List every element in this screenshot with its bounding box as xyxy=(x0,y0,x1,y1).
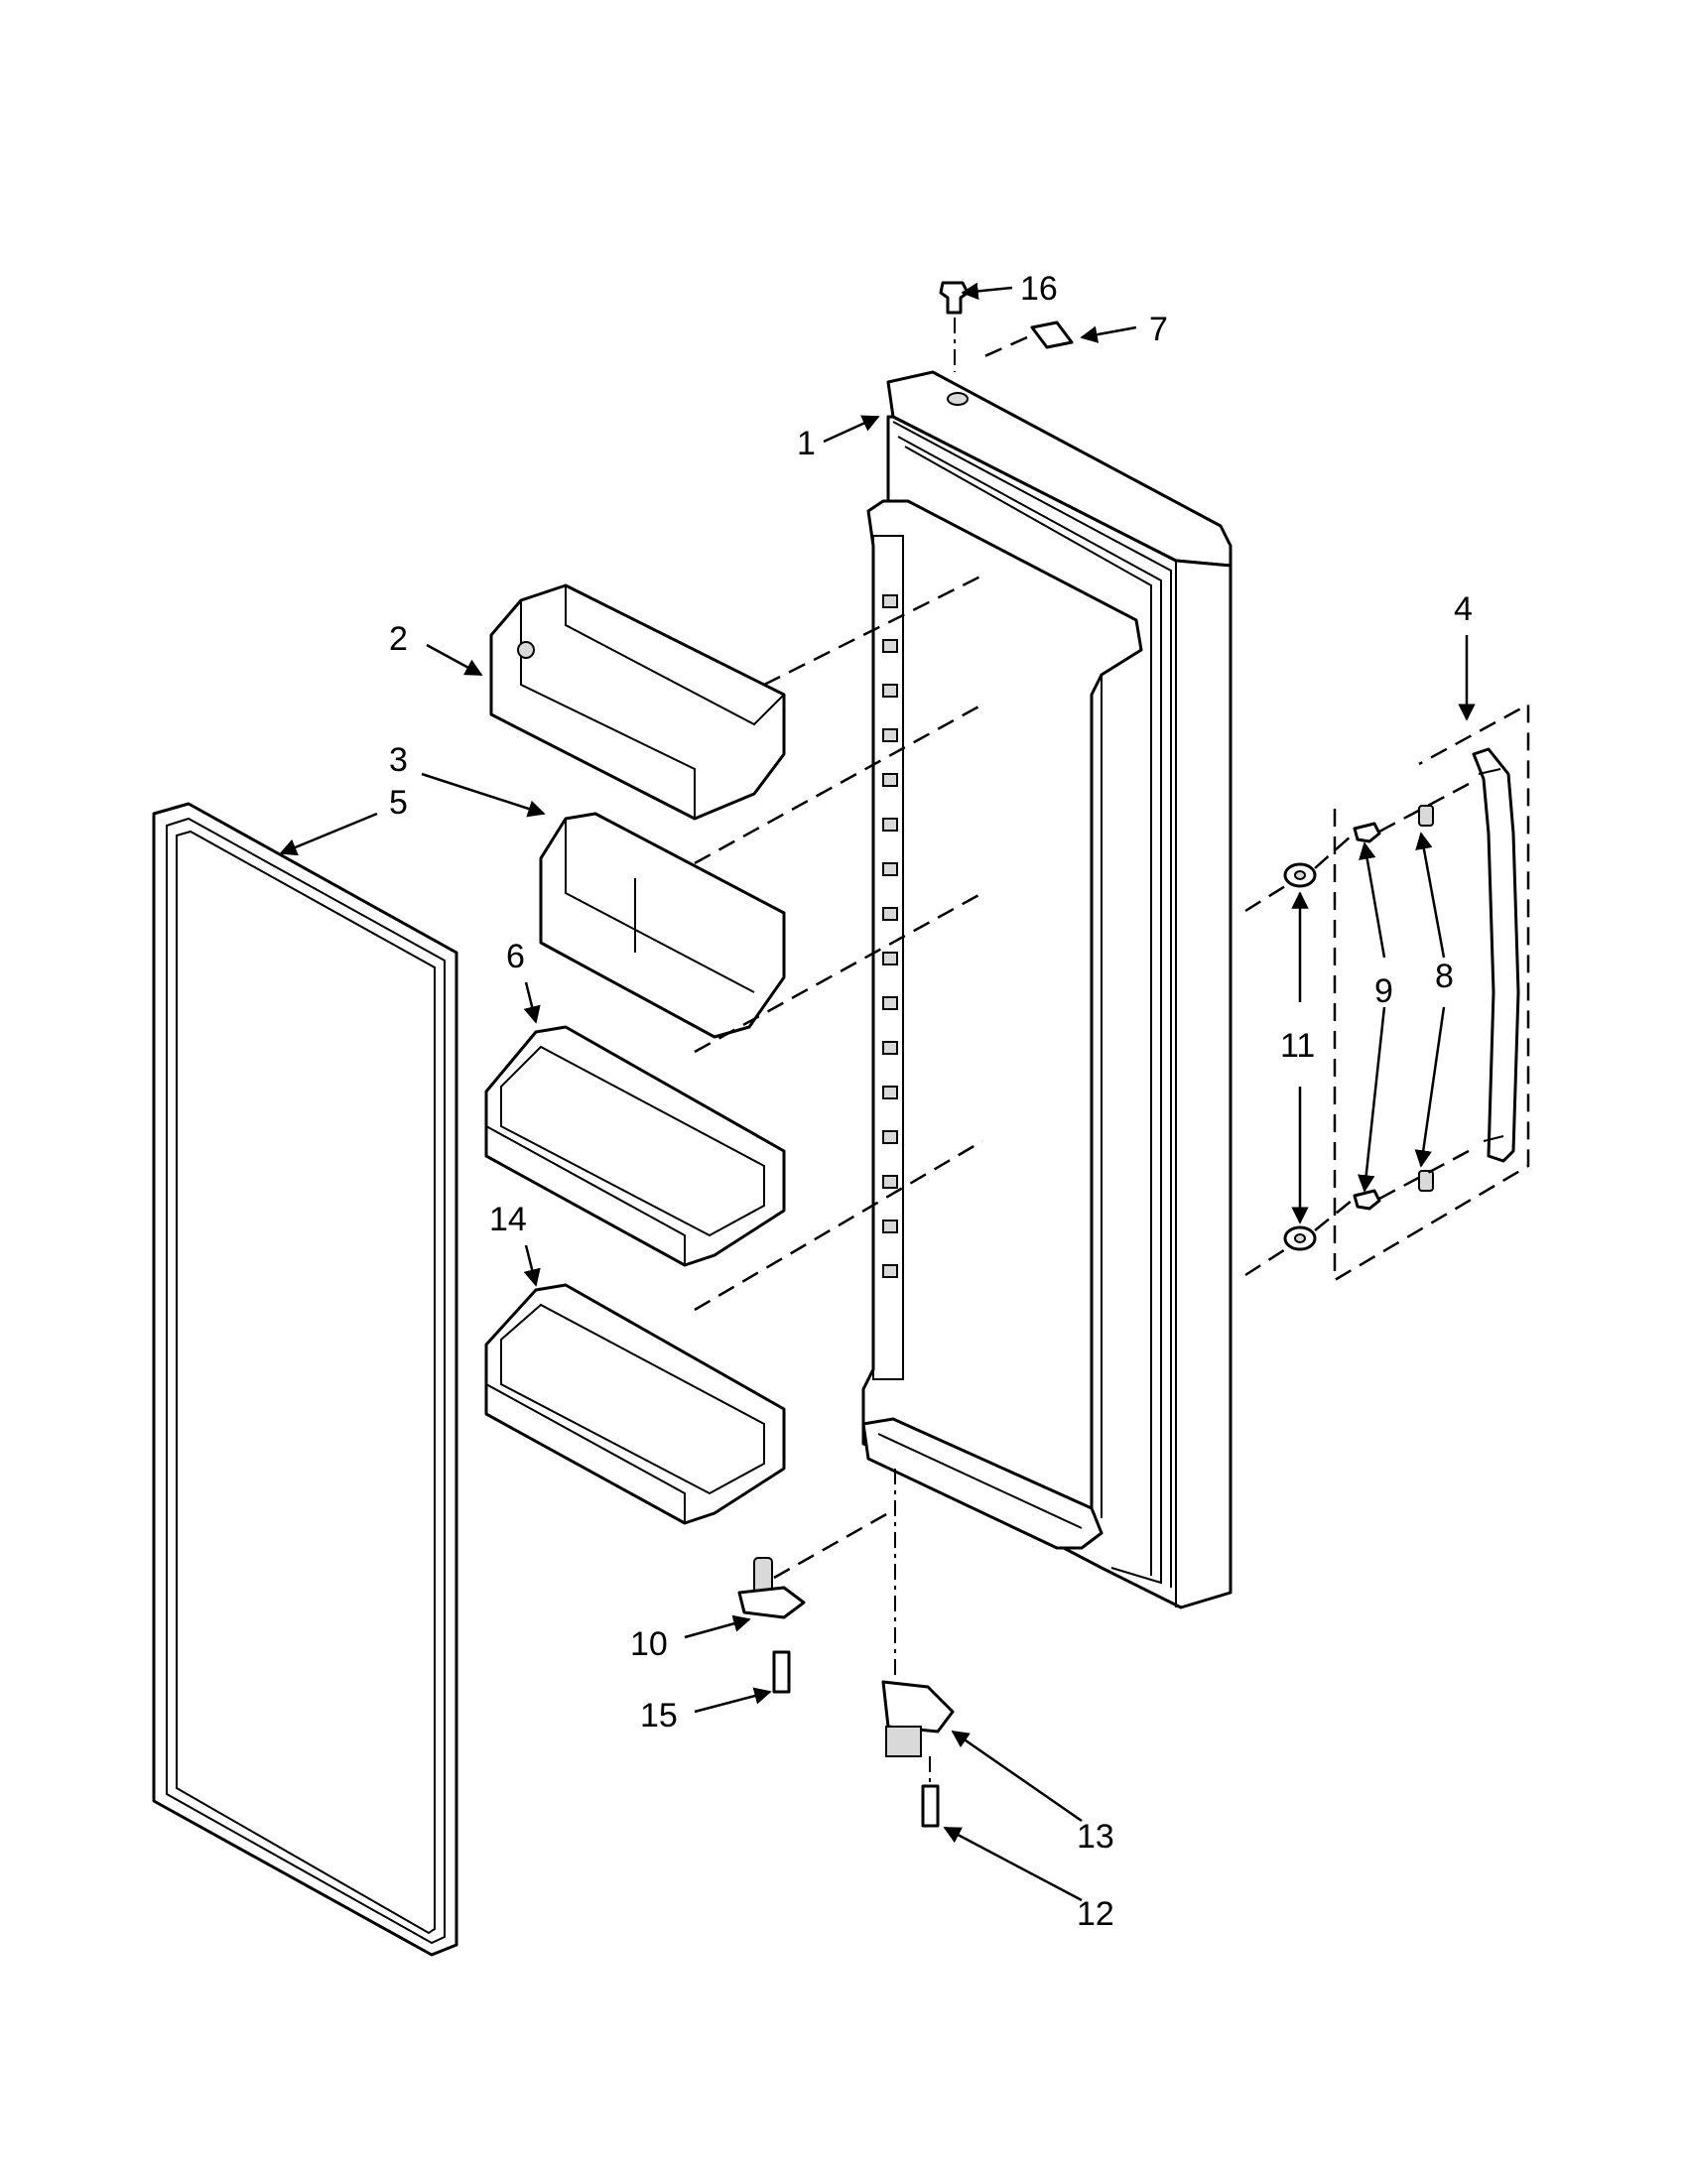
callout-8: 7 xyxy=(1149,311,1168,348)
callout-10: 10 xyxy=(630,1625,668,1663)
handle-screw-upper xyxy=(1353,822,1381,843)
handle-mounting-studs xyxy=(1244,835,1353,1277)
door-plug xyxy=(939,281,970,372)
callout-5: 5 xyxy=(389,784,408,822)
callout-9: 9 xyxy=(1374,972,1393,1010)
handle-clip-lower xyxy=(1418,1170,1434,1192)
callout-labels: 16 7 1 2 3 5 4 6 8 9 11 14 10 15 13 12 xyxy=(389,270,1473,1933)
callout-7: 8 xyxy=(1435,958,1454,995)
callout-3: 3 xyxy=(389,741,408,779)
door-bin-lower xyxy=(484,1283,786,1525)
door-shelf-top xyxy=(489,583,786,821)
handle-screw-lower xyxy=(1353,1189,1381,1211)
alignment-lines-shelves xyxy=(694,574,983,1312)
lower-hinge-pin xyxy=(737,1511,889,1619)
door-bin-upper xyxy=(484,1025,786,1267)
callout-15: 15 xyxy=(640,1697,678,1734)
door-liner xyxy=(861,370,1233,1609)
callout-14: 14 xyxy=(489,1201,527,1238)
callout-12: 12 xyxy=(1077,1895,1114,1933)
hinge-screw-12 xyxy=(921,1756,940,1828)
callout-4: 4 xyxy=(1454,590,1473,628)
hinge-screw-10 xyxy=(772,1650,791,1694)
leader-lines xyxy=(279,282,1476,1902)
handle-assembly xyxy=(1333,702,1530,1283)
callout-2: 2 xyxy=(389,620,408,658)
hinge-plate xyxy=(881,1469,955,1757)
callout-13: 13 xyxy=(1077,1818,1114,1856)
door-gasket xyxy=(152,802,458,1957)
callout-16: 16 xyxy=(1020,270,1058,308)
handle-clip-upper xyxy=(1418,805,1434,827)
nameplate xyxy=(981,321,1074,359)
callout-6: 6 xyxy=(506,938,525,975)
door-shelf-cover xyxy=(539,812,786,1039)
callout-1: 1 xyxy=(797,425,816,462)
callout-11: 11 xyxy=(1280,1027,1315,1065)
